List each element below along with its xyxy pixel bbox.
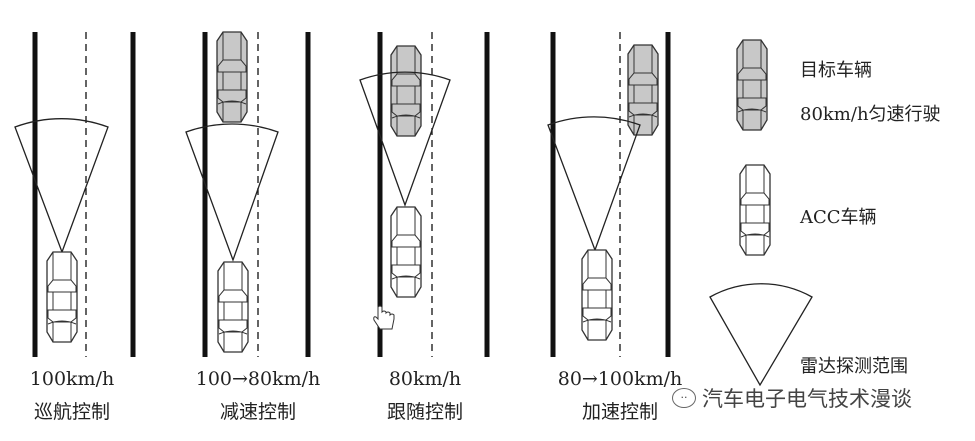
legend-acc-vehicle-icon [739, 164, 771, 256]
legend-acc-vehicle-label: ACC车辆 [800, 207, 877, 228]
acc-vehicle [217, 261, 249, 353]
legend-radar-sector-icon [709, 283, 813, 387]
target-vehicle [627, 44, 659, 136]
scenario-speed-label: 100km/h [29, 368, 115, 390]
scenario-decelerate [185, 31, 311, 357]
legend-target-vehicle-icon [736, 39, 768, 131]
scenario-speed-label: 80→100km/h [557, 368, 683, 390]
acc-vehicle [390, 206, 422, 298]
wechat-icon: ·· [672, 388, 696, 408]
scenario-mode-label: 跟随控制 [386, 401, 464, 423]
scenario-follow [359, 32, 490, 357]
legend-target-speed-label: 80km/h匀速行驶 [800, 104, 941, 125]
acc-vehicle [46, 251, 78, 343]
acc-vehicle [581, 249, 613, 341]
legend-radar-range-label: 雷达探测范围 [800, 356, 908, 377]
scenario-speed-label: 80km/h [388, 368, 462, 390]
scenario-accelerate [547, 32, 671, 357]
target-vehicle [216, 31, 248, 123]
scenario-speed-label: 100→80km/h [195, 368, 321, 390]
radar-sector [359, 71, 451, 207]
watermark-text: 汽车电子电气技术漫谈 [702, 387, 912, 411]
radar-sector [547, 116, 641, 252]
watermark: ·· 汽车电子电气技术漫谈 [672, 383, 912, 413]
legend-target-vehicle-label: 目标车辆 [800, 60, 872, 81]
radar-sector [185, 123, 279, 262]
scenario-mode-label: 减速控制 [219, 401, 297, 423]
scenario-mode-label: 加速控制 [581, 401, 659, 423]
scenario-mode-label: 巡航控制 [33, 401, 111, 423]
hand-cursor-icon [373, 305, 395, 330]
scenario-cruise [14, 32, 136, 357]
target-vehicle [390, 45, 422, 137]
radar-sector [14, 118, 109, 254]
